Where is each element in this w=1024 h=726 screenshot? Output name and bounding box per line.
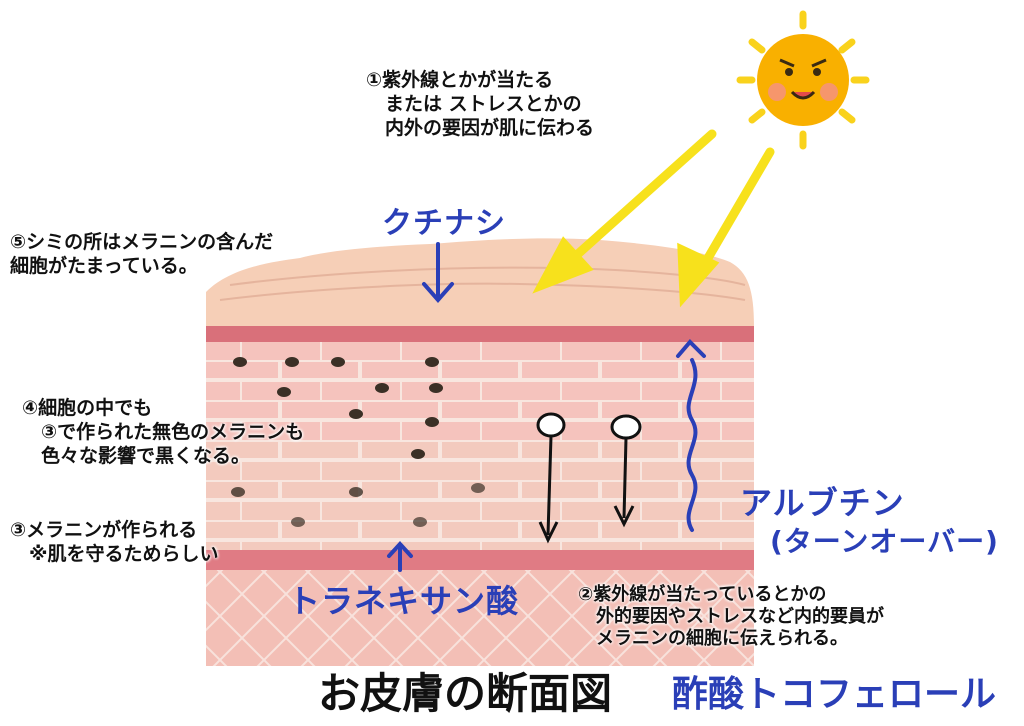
label-arbutin: アルブチン xyxy=(740,484,905,522)
melanin-blob-icon xyxy=(285,357,299,367)
label-tranexamic: トラネキサン酸 xyxy=(288,582,520,620)
note-3: ③メラニンが作られる ※肌を守るためらしい xyxy=(10,518,218,566)
sun-ray xyxy=(838,38,856,54)
melanin-blob-icon xyxy=(411,449,425,459)
uv-ray-arrows xyxy=(532,129,775,308)
turnover-wave-arrow xyxy=(686,358,698,532)
signal-line xyxy=(622,437,628,519)
uv-ray-arrow-icon xyxy=(555,129,717,275)
diagram-title: お皮膚の断面図 xyxy=(318,669,613,718)
signal-circle-icon xyxy=(536,412,566,438)
melanin-blob-icon xyxy=(233,357,247,367)
note-5-line-1: ⑤シミの所はメラニンの含んだ xyxy=(10,231,274,253)
sun-body xyxy=(757,34,849,126)
sun-brow xyxy=(779,58,827,68)
sun-eye xyxy=(813,68,821,76)
label-kuchinashi: クチナシ xyxy=(382,206,506,241)
diagram-title-handwritten: 酢酸トコフェロール xyxy=(672,674,997,715)
signal-circle-icon xyxy=(610,414,642,440)
melanin-blob-icon xyxy=(349,409,363,419)
arrow-head-icon xyxy=(538,521,559,544)
sun-mouth xyxy=(790,90,816,100)
signal-line xyxy=(546,435,553,536)
note-1-line-2: または ストレスとかの xyxy=(366,93,582,115)
sun-cheek xyxy=(820,83,838,101)
sun-ray xyxy=(748,38,766,54)
melanin-blob-icon xyxy=(231,487,245,497)
note-2-line-2: 外的要因やストレスなど内的要員が xyxy=(578,606,884,627)
arrow-head-icon xyxy=(613,505,635,528)
note-4-line-1: ④細胞の中でも xyxy=(22,397,153,419)
signal-arrows xyxy=(536,412,642,544)
sun-ray xyxy=(748,108,766,124)
arrow-head-icon xyxy=(422,282,454,304)
uv-ray-arrow-icon xyxy=(677,242,720,308)
note-3-line-2: ※肌を守るためらしい xyxy=(10,543,219,565)
cell-bricks xyxy=(206,340,754,550)
note-2-line-3: メラニンの細胞に伝えられる。 xyxy=(578,628,848,649)
sun-cheek xyxy=(768,83,786,101)
note-1-line-1: ①紫外線とかが当たる xyxy=(366,69,554,91)
skin-block xyxy=(206,238,754,666)
melanin-blob-icon xyxy=(349,487,363,497)
melanin-blob-icon xyxy=(331,357,345,367)
melanin-blob-icon xyxy=(277,387,291,397)
melanin-blob-icon xyxy=(429,383,443,393)
label-turnover: (ターンオーバー) xyxy=(770,525,999,558)
note-1-line-3: 内外の要因が肌に伝わる xyxy=(366,117,595,139)
melanin-blob-icon xyxy=(471,483,485,493)
dermis-pattern xyxy=(206,568,754,666)
blue-annotation-arrows xyxy=(387,242,706,572)
note-2: ②紫外線が当たっているとかの 外的要因やストレスなど内的要員が メラニンの細胞に… xyxy=(578,584,884,650)
melanin-group xyxy=(231,357,485,527)
note-5: ⑤シミの所はメラニンの含んだ 細胞がたまっている。 xyxy=(10,230,273,278)
sun-ray xyxy=(838,108,856,124)
sun-eye xyxy=(785,68,793,76)
note-4-line-2: ③で作られた無色のメラニンも xyxy=(22,421,305,443)
melanin-blob-icon xyxy=(425,417,439,427)
basal-band xyxy=(206,548,754,570)
note-5-line-2: 細胞がたまっている。 xyxy=(10,255,198,277)
uv-ray-arrow-icon xyxy=(532,236,594,294)
note-4: ④細胞の中でも ③で作られた無色のメラニンも 色々な影響で黒くなる。 xyxy=(22,396,304,468)
stratum-corneum xyxy=(206,238,754,326)
arrow-head-icon xyxy=(676,339,706,358)
note-2-line-1: ②紫外線が当たっているとかの xyxy=(578,584,827,605)
note-4-line-3: 色々な影響で黒くなる。 xyxy=(22,445,251,467)
note-3-line-1: ③メラニンが作られる xyxy=(10,519,198,541)
melanin-blob-icon xyxy=(425,357,439,367)
melanin-blob-icon xyxy=(291,517,305,527)
melanin-blob-icon xyxy=(413,517,427,527)
melanin-blob-icon xyxy=(375,383,389,393)
granular-band xyxy=(206,326,754,342)
note-1: ①紫外線とかが当たる または ストレスとかの 内外の要因が肌に伝わる xyxy=(366,68,594,140)
sun-face-icon xyxy=(736,10,870,150)
arrow-head-icon xyxy=(387,541,413,558)
